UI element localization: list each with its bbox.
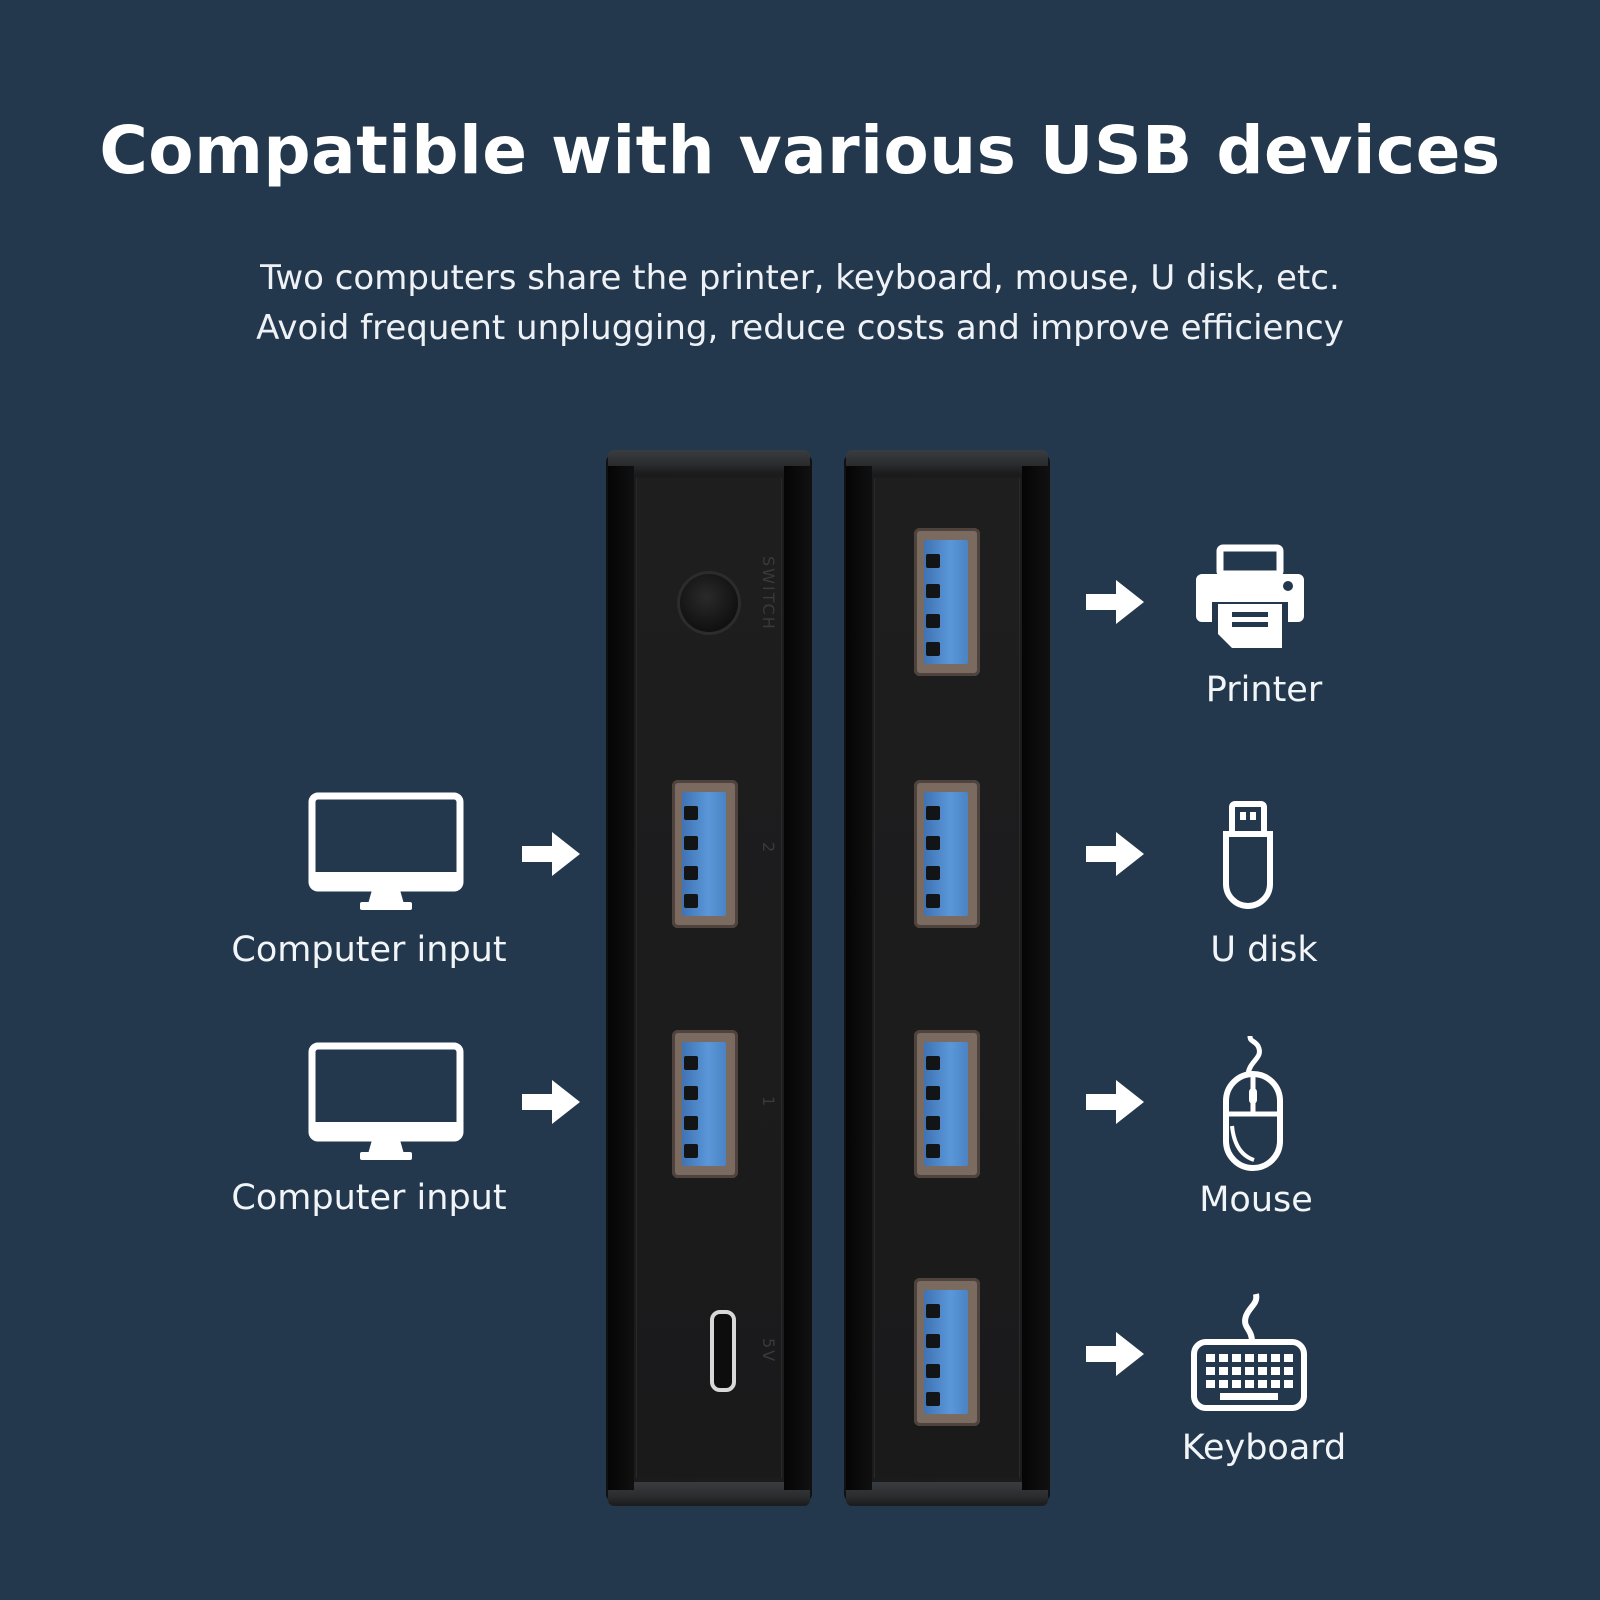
- usb-drive-icon: [1223, 801, 1273, 909]
- micro-usb-power-port[interactable]: [710, 1310, 736, 1392]
- arrow-right-icon: [1086, 832, 1144, 876]
- switch-button[interactable]: [680, 574, 738, 632]
- switch-label: SWITCH: [759, 556, 778, 631]
- mouse-icon: [1223, 1035, 1283, 1171]
- kvm-switch-input-panel: SWITCH 2 1 5V: [608, 450, 810, 1506]
- arrow-right-icon: [1086, 1332, 1144, 1376]
- output-label-udisk: U disk: [1210, 930, 1318, 970]
- input-label-2: Computer input: [231, 1178, 507, 1218]
- printer-icon: [1196, 544, 1304, 648]
- port-label-1: 1: [759, 1096, 778, 1109]
- input-label-1: Computer input: [231, 930, 507, 970]
- arrow-right-icon: [1086, 1080, 1144, 1124]
- usb-port-input-2[interactable]: [672, 780, 738, 928]
- usb-port-input-1[interactable]: [672, 1030, 738, 1178]
- subtitle-line-1: Two computers share the printer, keyboar…: [260, 258, 1340, 298]
- arrow-right-icon: [522, 832, 580, 876]
- arrow-right-icon: [1086, 580, 1144, 624]
- output-label-printer: Printer: [1205, 670, 1323, 710]
- power-label: 5V: [759, 1338, 778, 1364]
- port-label-2: 2: [759, 842, 778, 855]
- monitor-icon: [308, 792, 464, 910]
- usb-port-output-1[interactable]: [914, 528, 980, 676]
- monitor-icon: [308, 1042, 464, 1160]
- keyboard-icon: [1191, 1293, 1307, 1411]
- usb-port-output-3[interactable]: [914, 1030, 980, 1178]
- arrow-right-icon: [522, 1080, 580, 1124]
- subtitle-line-2: Avoid frequent unplugging, reduce costs …: [256, 308, 1344, 348]
- output-label-keyboard: Keyboard: [1181, 1428, 1347, 1468]
- output-label-mouse: Mouse: [1199, 1180, 1313, 1220]
- usb-port-output-2[interactable]: [914, 780, 980, 928]
- page-title: Compatible with various USB devices: [99, 112, 1501, 189]
- usb-port-output-4[interactable]: [914, 1278, 980, 1426]
- kvm-switch-output-panel: [846, 450, 1048, 1506]
